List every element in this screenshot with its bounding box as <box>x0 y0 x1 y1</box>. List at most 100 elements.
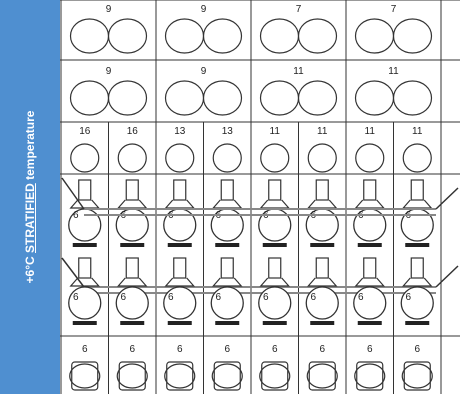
flask-base <box>120 243 144 247</box>
flask-base <box>73 321 97 325</box>
flask-neck <box>269 258 281 278</box>
side-label-emphasis: STRATIFIED <box>23 183 37 253</box>
jar-count-label: 6 <box>82 344 88 355</box>
pair-count-label: 7 <box>296 4 302 15</box>
pair-cell: 7 <box>261 4 337 53</box>
jar-outline <box>212 364 242 388</box>
jar-outline <box>117 364 147 388</box>
flask-shoulder <box>403 278 431 286</box>
vessel-circle <box>403 144 431 172</box>
vessel-circle <box>71 19 109 53</box>
pair-count-label: 7 <box>391 4 397 15</box>
flask-shoulder <box>213 200 241 208</box>
flask-shoulder <box>213 278 241 286</box>
pair-cell: 7 <box>356 4 432 53</box>
vessel-circle <box>204 19 242 53</box>
flask-base <box>263 243 287 247</box>
flask-shoulder <box>261 278 289 286</box>
single-count-label: 13 <box>222 126 234 137</box>
jar-cell: 6 <box>355 344 385 390</box>
jar-cell: 6 <box>70 344 100 390</box>
flask-shoulder <box>356 278 384 286</box>
vessel-circle <box>109 19 147 53</box>
pair-count-label: 11 <box>293 66 304 77</box>
jar-count-label: 6 <box>367 344 373 355</box>
flask-count-label: 6 <box>120 292 126 303</box>
single-cell: 13 <box>166 126 194 172</box>
vessel-circle <box>166 144 194 172</box>
jar-count-label: 6 <box>319 344 325 355</box>
vessel-circle <box>71 144 99 172</box>
pair-count-label: 9 <box>201 66 207 77</box>
vessel-circle <box>109 81 147 115</box>
vessel-circle <box>394 81 432 115</box>
flask-shoulder <box>118 200 146 208</box>
jar-count-label: 6 <box>414 344 420 355</box>
jar-cell: 6 <box>307 344 337 390</box>
vessel-circle <box>204 81 242 115</box>
flask-neck <box>126 258 138 278</box>
single-cell: 16 <box>118 126 146 172</box>
jar-outline <box>70 364 100 388</box>
flask-neck <box>364 180 376 200</box>
flask-neck <box>316 258 328 278</box>
flask-shoulder <box>71 200 99 208</box>
flask-neck <box>411 180 423 200</box>
jar-outline <box>165 364 195 388</box>
vessel-circle <box>394 19 432 53</box>
vessel-circle <box>261 81 299 115</box>
flask-shoulder <box>403 200 431 208</box>
single-count-label: 11 <box>365 126 376 137</box>
jar-count-label: 6 <box>272 344 278 355</box>
pair-cell: 9 <box>166 66 242 115</box>
single-count-label: 11 <box>412 126 423 137</box>
single-cell: 11 <box>308 126 336 172</box>
pair-count-label: 9 <box>106 4 112 15</box>
side-label-suffix: temperature <box>23 111 37 184</box>
pair-cell: 9 <box>71 4 147 53</box>
flask-shoulder <box>118 278 146 286</box>
jar-count-label: 6 <box>224 344 230 355</box>
single-count-label: 11 <box>270 126 281 137</box>
single-count-label: 13 <box>174 126 186 137</box>
flask-shoulder <box>308 278 336 286</box>
flask-shoulder <box>166 200 194 208</box>
flask-neck <box>174 258 186 278</box>
pair-count-label: 9 <box>106 66 112 77</box>
vessel-circle <box>166 81 204 115</box>
flask-count-label: 6 <box>358 292 364 303</box>
flask-base <box>215 321 239 325</box>
single-count-label: 16 <box>79 126 91 137</box>
vessel-circle <box>166 19 204 53</box>
jar-cell: 6 <box>212 344 242 390</box>
flask-neck <box>126 180 138 200</box>
vessel-circle <box>213 144 241 172</box>
flask-count-label: 6 <box>405 292 411 303</box>
jar-cell: 6 <box>117 344 147 390</box>
side-label-prefix: +6°C <box>23 253 37 283</box>
flask-neck <box>411 258 423 278</box>
jar-count-label: 6 <box>129 344 135 355</box>
pair-count-label: 11 <box>388 66 399 77</box>
flask-base <box>358 321 382 325</box>
flask-base <box>215 243 239 247</box>
grid-lines <box>60 0 460 394</box>
pair-cell: 9 <box>166 4 242 53</box>
flask-shoulder <box>356 200 384 208</box>
flask-count-label: 6 <box>73 292 79 303</box>
flask-base <box>168 321 192 325</box>
jar-outline <box>260 364 290 388</box>
vessel-circle <box>356 81 394 115</box>
flask-count-label: 6 <box>168 292 174 303</box>
connector-diagonal <box>436 188 458 209</box>
flask-base <box>405 243 429 247</box>
flask-base <box>168 243 192 247</box>
jar-outline <box>355 364 385 388</box>
flask-shoulder <box>308 200 336 208</box>
flask-base <box>310 243 334 247</box>
flask-count-label: 6 <box>215 292 221 303</box>
connector-diagonal <box>436 266 458 287</box>
flask-neck <box>174 180 186 200</box>
jar-cell: 6 <box>402 344 432 390</box>
pair-cell: 9 <box>71 66 147 115</box>
